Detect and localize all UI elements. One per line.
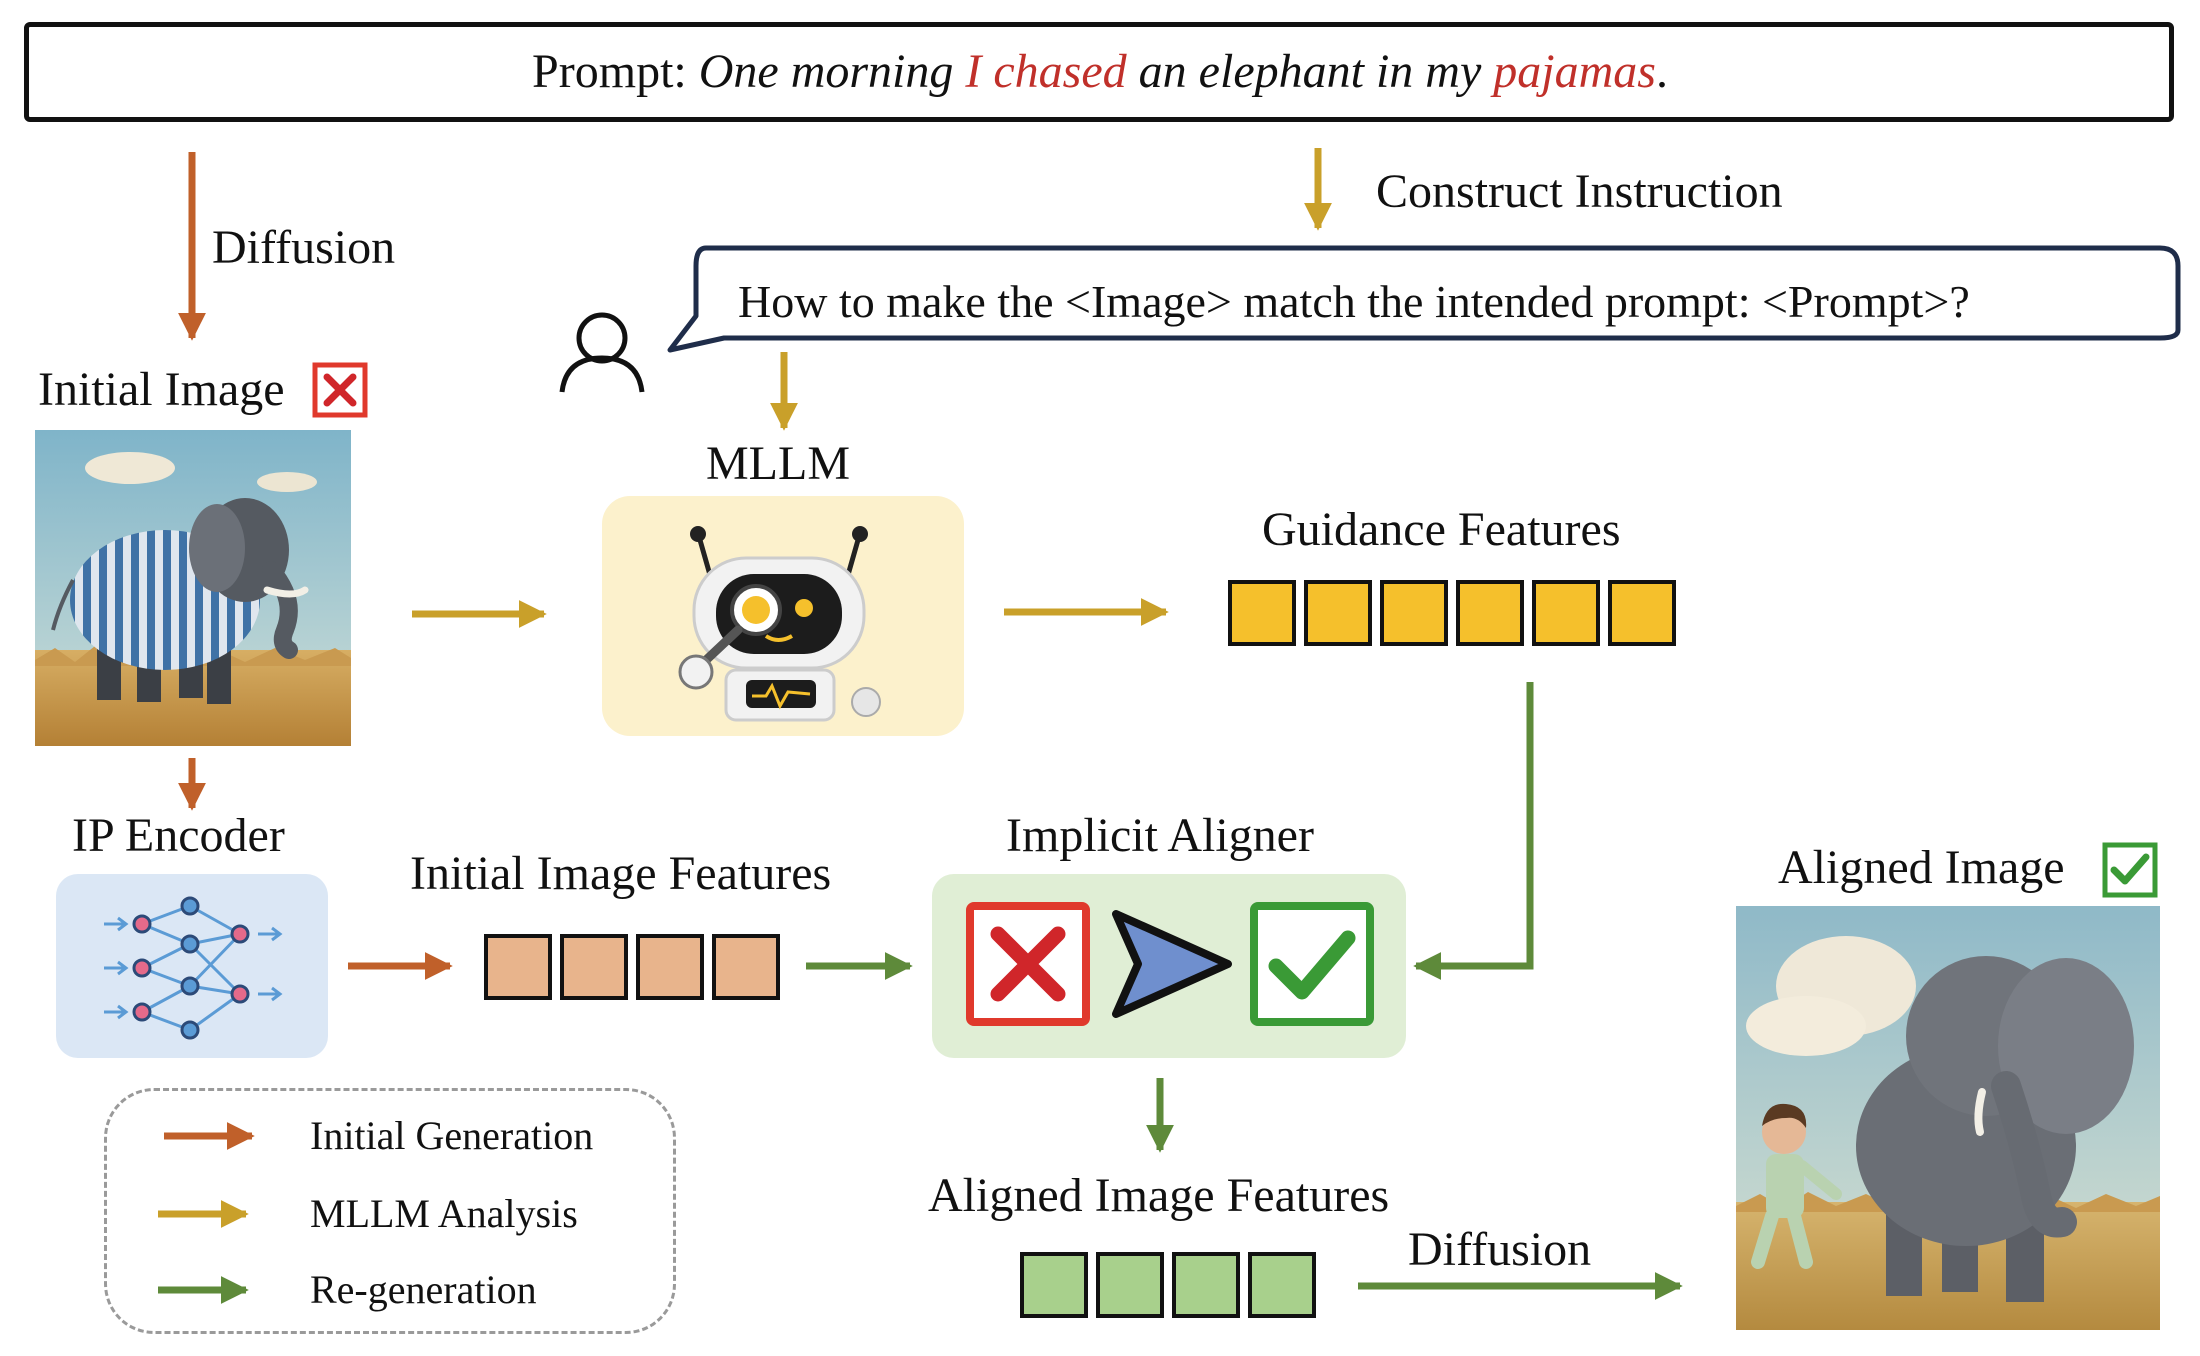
guidance-feature-token: [1228, 580, 1296, 646]
initial-image: [35, 430, 351, 746]
initial-image-label: Initial Image: [38, 363, 285, 416]
check-icon: [2102, 842, 2158, 898]
aligned-feature-token: [1248, 1252, 1316, 1318]
initial-image-features-label: Initial Image Features: [410, 847, 832, 900]
guidance-feature-token: [1532, 580, 1600, 646]
aligned-image-label: Aligned Image: [1778, 841, 2065, 894]
prompt-box: [24, 22, 2174, 122]
cross-icon: [966, 902, 1090, 1026]
guidance-features-label: Guidance Features: [1262, 503, 1621, 556]
aligned-image-features-label: Aligned Image Features: [928, 1169, 1390, 1222]
implicit-aligner-label: Implicit Aligner: [1006, 809, 1314, 862]
initial-feature-token: [560, 934, 628, 1000]
initial-feature-token: [636, 934, 704, 1000]
initial-feature-token: [712, 934, 780, 1000]
legend-box: [104, 1088, 676, 1334]
legend-label-regeneration: Re-generation: [310, 1267, 537, 1312]
ip-encoder-label: IP Encoder: [72, 809, 285, 862]
construct-instruction-label: Construct Instruction: [1376, 165, 1783, 218]
instruction-bubble: [667, 245, 2181, 353]
diffusion-label-bottom: Diffusion: [1408, 1223, 1592, 1276]
guidance-feature-token: [1304, 580, 1372, 646]
diffusion-label-top: Diffusion: [212, 221, 396, 274]
robot-icon: [678, 526, 881, 722]
legend-label-initial: Initial Generation: [310, 1113, 594, 1158]
aligned-feature-token: [1020, 1252, 1088, 1318]
initial-feature-token: [484, 934, 552, 1000]
aligned-image: [1736, 906, 2160, 1330]
guidance-feature-token: [1380, 580, 1448, 646]
cross-icon: [312, 362, 368, 418]
aligned-feature-token: [1172, 1252, 1240, 1318]
guidance-feature-token: [1608, 580, 1676, 646]
prompt-text: Prompt: One morning I chased an elephant…: [532, 45, 1668, 98]
legend-label-mllm: MLLM Analysis: [310, 1191, 578, 1236]
arrow-right-icon: [1112, 910, 1232, 1018]
user-icon: [559, 312, 645, 393]
aligned-feature-token: [1096, 1252, 1164, 1318]
mllm-label: MLLM: [706, 437, 850, 490]
guidance-feature-token: [1456, 580, 1524, 646]
check-icon: [1250, 902, 1374, 1026]
arrow-guidance-to-aligner: [1413, 682, 1534, 980]
neural-network-icon: [104, 896, 283, 1040]
instruction-text: How to make the <Image> match the intend…: [738, 276, 1970, 327]
